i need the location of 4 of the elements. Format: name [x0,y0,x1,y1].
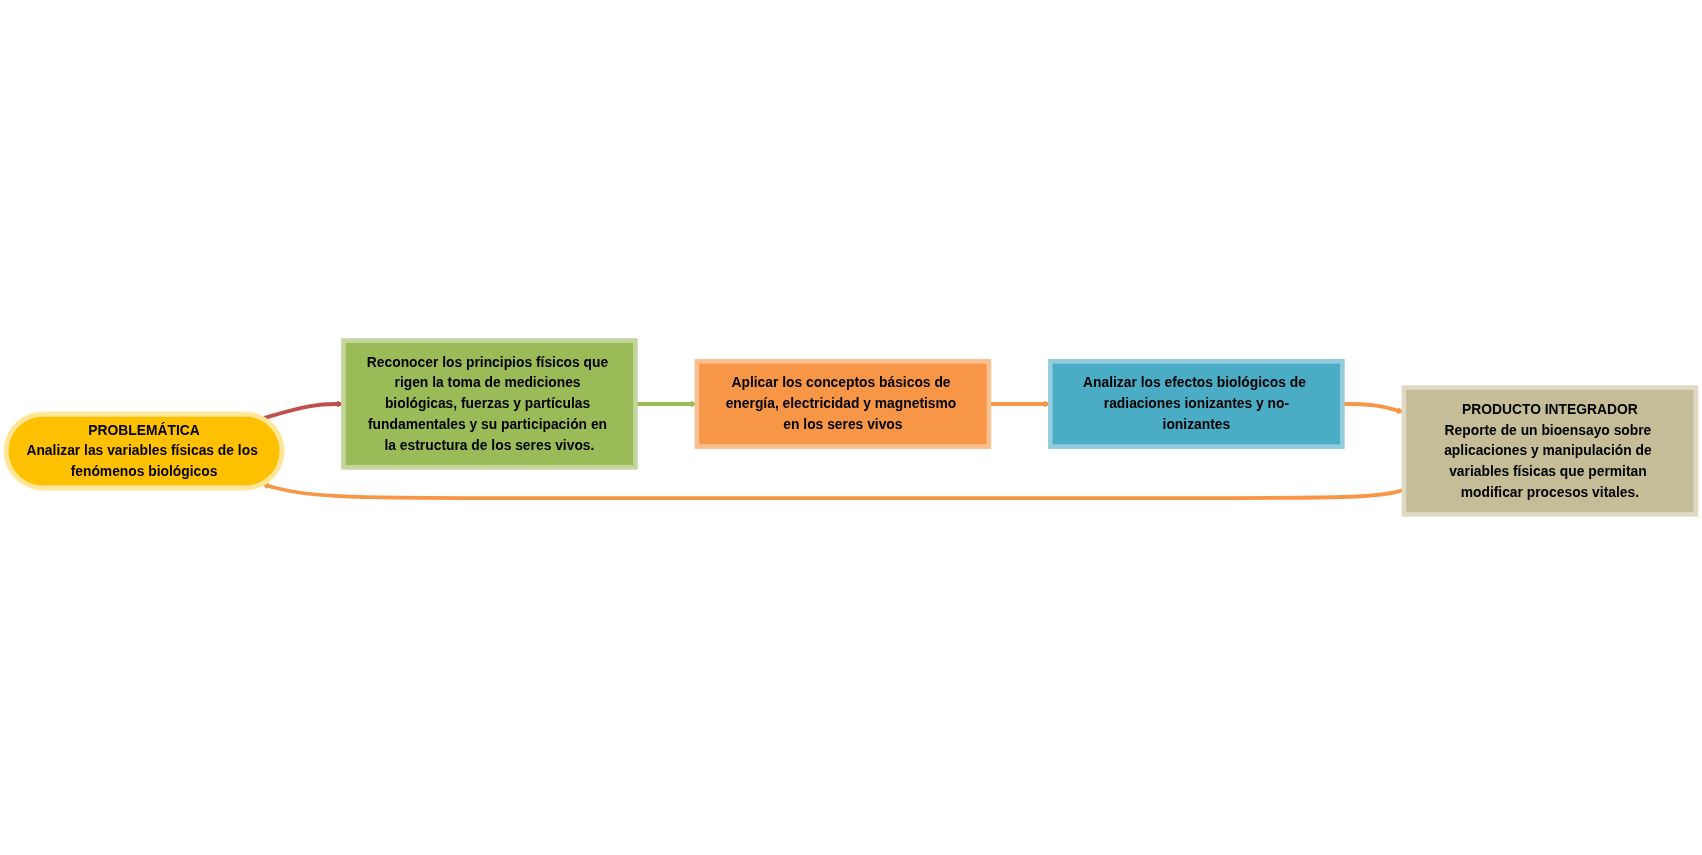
node-box: Aplicar los conceptos básicos de energía, electricidad y magnetismo en los seres vivos [694,359,992,449]
node-box: Reconocer los principios físicos que rigen la toma de mediciones biológicas, fuerzas y partículas fundamentales y su participación en la estructura de los seres vivos. [341,338,638,470]
node-box: Analizar los efectos biológicos de radiaciones ionizantes y no-ionizantes [1048,359,1345,449]
node-box: PRODUCTO INTEGRADOR Reporte de un bioensayo sobre aplicaciones y manipulación de variables físicas que permitan modificar procesos vitales. [1401,385,1699,517]
